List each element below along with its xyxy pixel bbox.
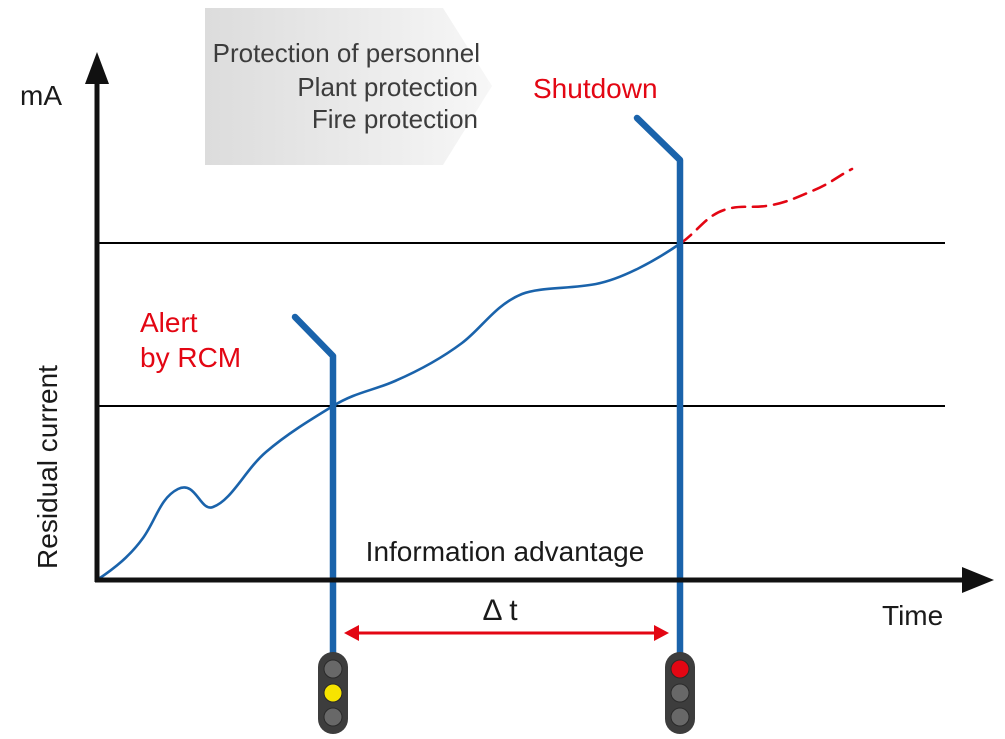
alert-label-line1: Alert bbox=[140, 307, 198, 338]
alert-traffic-light-yellow-lamp-lit bbox=[323, 683, 343, 703]
shutdown-label: Shutdown bbox=[533, 73, 658, 104]
y-axis-label: Residual current bbox=[32, 365, 63, 569]
delta-t-arrowhead-right bbox=[654, 625, 669, 641]
alert-marker-pole bbox=[291, 313, 337, 659]
y-axis-unit-label: mA bbox=[20, 80, 62, 111]
alert-label-line2: by RCM bbox=[140, 342, 241, 373]
alert-traffic-light-bottom-lamp bbox=[323, 707, 343, 727]
shutdown-traffic-light bbox=[665, 652, 695, 734]
y-axis-arrowhead bbox=[85, 52, 109, 84]
x-axis-label: Time bbox=[882, 600, 943, 631]
alert-traffic-light bbox=[318, 652, 348, 734]
shutdown-marker-pole bbox=[633, 114, 684, 659]
shutdown-traffic-light-middle-lamp bbox=[670, 683, 690, 703]
shutdown-traffic-light-red-lamp-lit bbox=[670, 659, 690, 679]
shutdown-traffic-light-bottom-lamp bbox=[670, 707, 690, 727]
information-advantage-label: Information advantage bbox=[366, 536, 645, 567]
banner-line-personnel: Protection of personnel bbox=[213, 38, 480, 68]
delta-t-label: Δ t bbox=[482, 594, 518, 627]
residual-current-curve bbox=[95, 241, 683, 582]
projected-current-dashed-curve bbox=[679, 167, 854, 245]
delta-t-arrowhead-left bbox=[344, 625, 359, 641]
banner-line-plant: Plant protection bbox=[297, 72, 478, 102]
protection-banner-arrow bbox=[205, 8, 492, 165]
x-axis-arrowhead bbox=[962, 567, 994, 593]
alert-traffic-light-top-lamp bbox=[323, 659, 343, 679]
banner-line-fire: Fire protection bbox=[312, 104, 478, 134]
